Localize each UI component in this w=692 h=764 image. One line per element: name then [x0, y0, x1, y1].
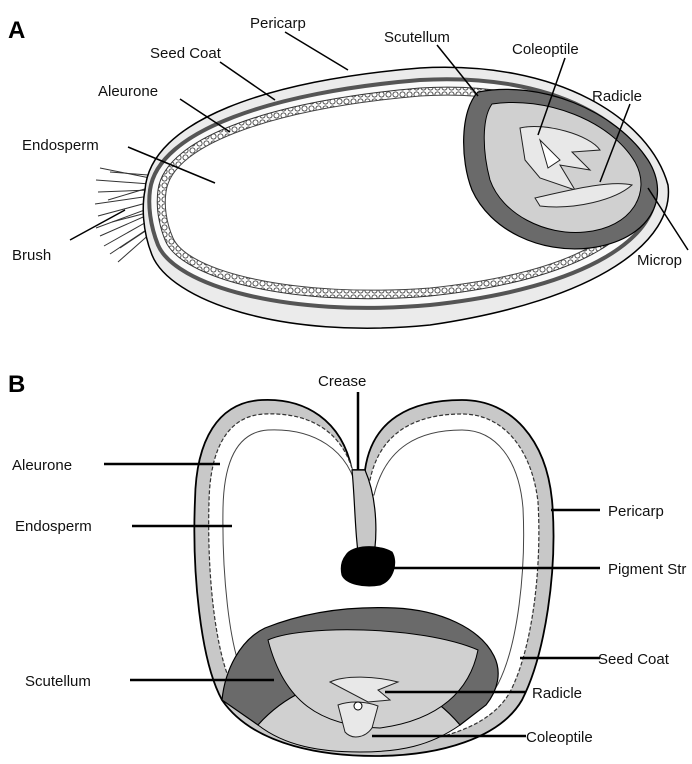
- label-b-seed-coat: Seed Coat: [598, 651, 670, 668]
- label-a-coleoptile: Coleoptile: [512, 41, 579, 58]
- label-a-scutellum: Scutellum: [384, 29, 450, 46]
- label-a-seed-coat: Seed Coat: [150, 45, 222, 62]
- label-b-pigment-strand: Pigment Str: [608, 561, 686, 578]
- embryo-center-dot: [354, 702, 362, 710]
- pigment-strand: [341, 547, 394, 586]
- label-a-brush: Brush: [12, 247, 51, 264]
- panel-b: B Crease A: [8, 371, 686, 756]
- panel-a: A: [8, 15, 688, 328]
- label-b-endosperm: Endosperm: [15, 518, 92, 535]
- panel-b-letter: B: [8, 371, 25, 398]
- label-a-micropyle: Microp: [637, 252, 682, 269]
- label-a-aleurone: Aleurone: [98, 83, 158, 100]
- label-a-radicle: Radicle: [592, 88, 642, 105]
- label-b-crease: Crease: [318, 373, 366, 390]
- label-a-pericarp: Pericarp: [250, 15, 306, 32]
- label-b-pericarp: Pericarp: [608, 503, 664, 520]
- label-b-coleoptile: Coleoptile: [526, 729, 593, 746]
- panel-a-letter: A: [8, 17, 25, 44]
- label-b-scutellum: Scutellum: [25, 673, 91, 690]
- label-a-endosperm: Endosperm: [22, 137, 99, 154]
- label-b-aleurone: Aleurone: [12, 457, 72, 474]
- label-b-radicle: Radicle: [532, 685, 582, 702]
